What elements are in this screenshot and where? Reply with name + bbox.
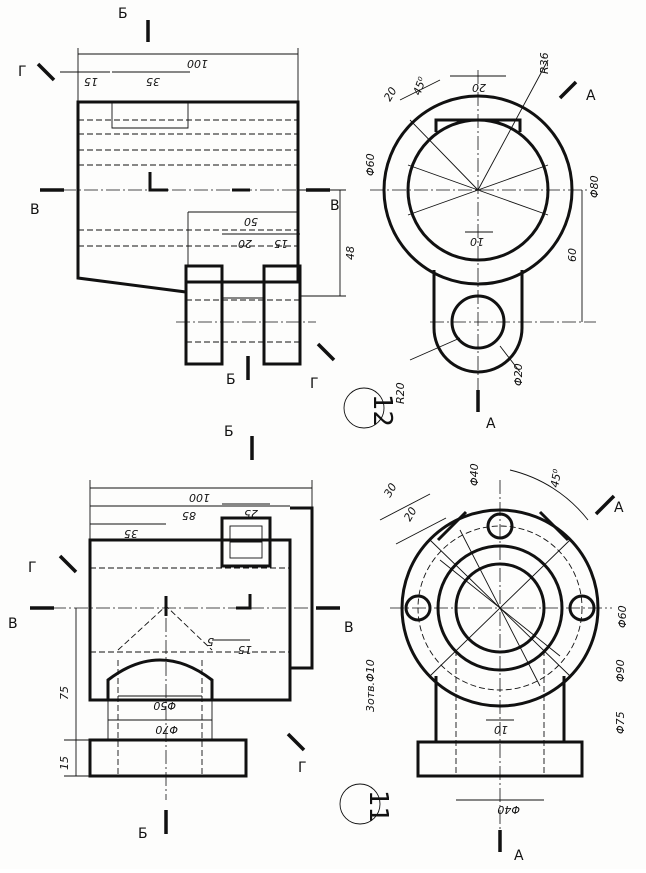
p12-number: 12 xyxy=(367,394,397,427)
p11-label-b-top: Б xyxy=(224,424,234,440)
p11-label-v-right: В xyxy=(344,620,354,636)
p11-dim-45: 45⁰ xyxy=(548,468,564,489)
p12-label-b-top: Б xyxy=(118,6,128,22)
p12-dim-35: 35 xyxy=(146,75,160,88)
p11-label-v-left: В xyxy=(8,616,18,632)
p11-dim-15: 15 xyxy=(238,643,252,656)
p11-dim-25: 25 xyxy=(244,507,258,520)
p11-dim-10: 10 xyxy=(494,723,508,736)
p12-label-v-right: В xyxy=(330,198,340,214)
p11-dim-phi90: Φ90 xyxy=(614,659,627,682)
p12-label-g-right: Г xyxy=(310,376,319,392)
p11-label-g-right: Г xyxy=(298,760,307,776)
p12-label-v-left: В xyxy=(30,202,40,218)
p12-dim-phi60: Φ60 xyxy=(364,153,377,176)
p11-number: 11 xyxy=(363,790,393,823)
p11-dim-phi50: Φ50 xyxy=(153,699,176,712)
p11-dim-phi75: Φ75 xyxy=(614,711,627,734)
p11-front-view: А А 30 20 Φ40 45⁰ Φ60 Φ90 Φ75 10 Φ40 3от… xyxy=(339,463,629,864)
p11-dim-20: 20 xyxy=(401,505,419,524)
p11-dim-75: 75 xyxy=(58,686,71,700)
p11-dim-15b: 15 xyxy=(58,756,71,770)
p12-dim-20a: 20 xyxy=(381,85,399,104)
p12-dim-15: 15 xyxy=(84,75,98,88)
p11-number-circle xyxy=(339,783,381,825)
p11-dim-5: 5 xyxy=(207,635,214,648)
p11-dim-phi40: Φ40 xyxy=(468,463,481,486)
p12-dim-r20: R20 xyxy=(394,382,407,404)
p12-dim-60: 60 xyxy=(566,248,579,262)
p11-dim-holes: 3отв.Φ10 xyxy=(364,659,377,712)
p12-dim-45: 45⁰ xyxy=(411,75,430,97)
p11-dim-35: 35 xyxy=(124,527,138,540)
p11-label-a-top: А xyxy=(614,500,624,516)
p12-dim-50: 50 xyxy=(244,215,258,228)
p11-dim-phi70: Φ70 xyxy=(155,723,178,736)
p12-dim-phi20: Φ20 xyxy=(512,363,525,386)
p11-dim-85: 85 xyxy=(182,509,196,522)
p12-dim-15b: 15 xyxy=(274,237,288,250)
p11-label-a-bottom: А xyxy=(514,848,524,864)
p12-side-view: Б Б Г Г В В 100 15 35 50 20 15 48 xyxy=(18,6,357,392)
p12-label-b-bottom: Б xyxy=(226,372,236,388)
p11-dim-phi40b: Φ40 xyxy=(497,803,520,816)
p11-side-view: Б Б Г Г В В 100 85 35 25 15 5 Φ50 Φ70 75… xyxy=(8,424,354,842)
p12-dim-100: 100 xyxy=(187,57,208,70)
p12-dim-20: 20 xyxy=(238,237,252,250)
p11-dim-phi60: Φ60 xyxy=(616,605,629,628)
p11-dim-30: 30 xyxy=(381,481,399,500)
p11-label-b-bottom: Б xyxy=(138,826,148,842)
p12-number-circle xyxy=(343,387,385,429)
p12-dim-phi80: Φ80 xyxy=(588,175,601,198)
p12-label-g-left: Г xyxy=(18,64,27,80)
p11-label-g-left: Г xyxy=(28,560,37,576)
p12-dim-10: 10 xyxy=(470,235,484,248)
p11-dim-100: 100 xyxy=(189,491,210,504)
p12-dim-20b: 20 xyxy=(472,81,486,94)
p12-dim-r36: R36 xyxy=(538,52,551,74)
p12-front-view: А А 20 45⁰ 20 R36 Φ60 Φ80 10 60 R20 Φ20 … xyxy=(343,52,601,432)
p12-label-a-top: А xyxy=(586,88,596,104)
p12-label-a-bottom: А xyxy=(486,416,496,432)
p12-dim-48: 48 xyxy=(344,246,357,260)
